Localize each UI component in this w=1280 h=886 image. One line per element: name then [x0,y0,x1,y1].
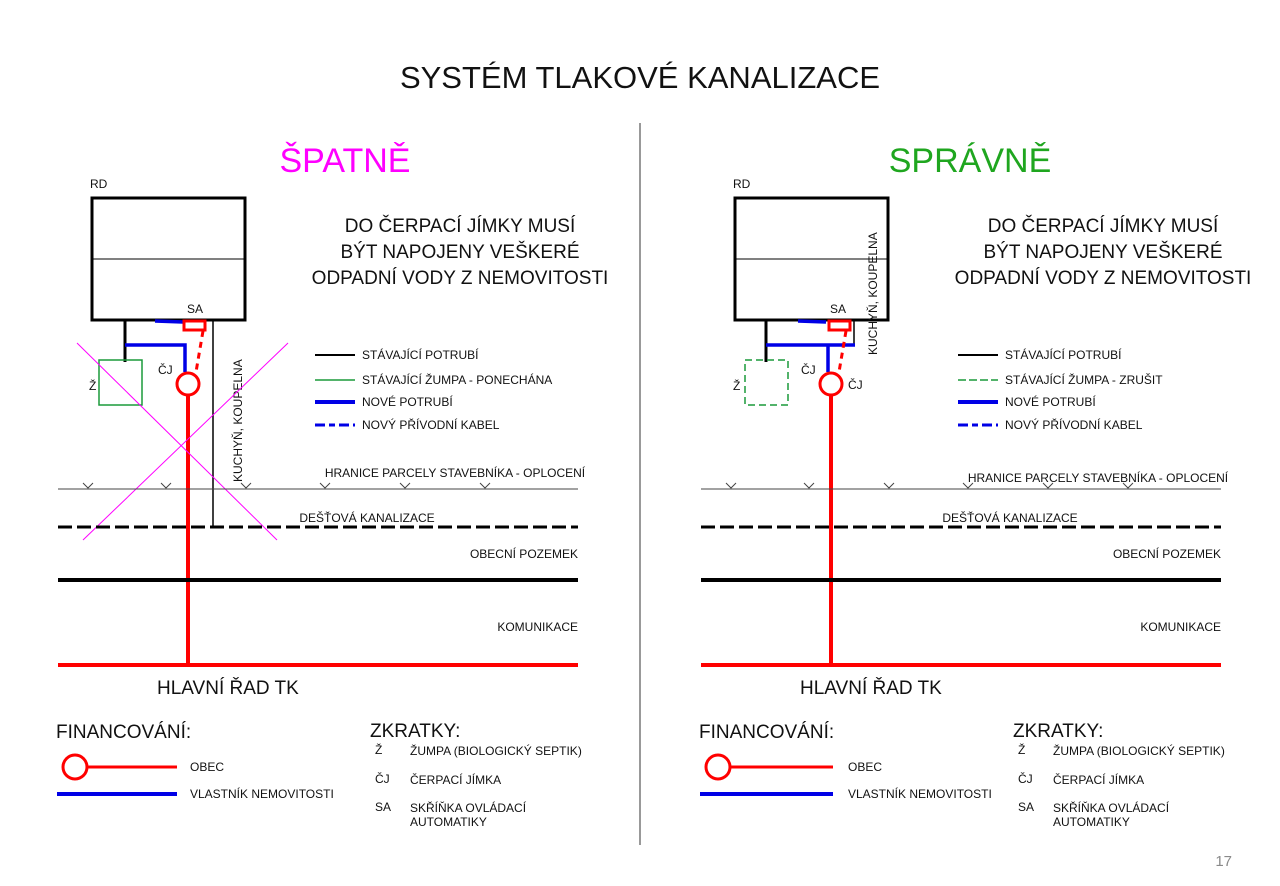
power-cable [194,330,205,373]
abbr-value: ŽUMPA (BIOLOGICKÝ SEPTIK) [410,743,582,758]
legend-municipality-circle [61,753,89,781]
rd-label: RD [90,177,108,191]
cross-mark [76,342,278,541]
road-label: KOMUNIKACE [1140,620,1221,634]
main-line-label: HLAVNÍ ŘAD TK [800,677,942,699]
power-cable [837,330,848,373]
rd-label: RD [733,177,751,191]
kitchen-label: KUCHYŇ, KOUPELNA [230,359,245,482]
cj-label: ČJ [848,377,863,392]
abbr-value: SKŘÍŇKA OVLÁDACÍ [1053,800,1170,815]
abbr-key: SA [1018,800,1034,814]
abbr-value: SKŘÍŇKA OVLÁDACÍ [410,800,527,815]
abbr-value: AUTOMATIKY [410,815,487,829]
kitchen-label: KUCHYŇ, KOUPELNA [865,232,880,355]
fence-ticks [725,482,1134,489]
abbr-key: SA [375,800,391,814]
slide-title: SYSTÉM TLAKOVÉ KANALIZACE [400,60,880,95]
wrong-heading: ŠPATNĚ [280,142,411,180]
legend-label: NOVÉ POTRUBÍ [1005,394,1096,409]
financing-owner: VLASTNÍK NEMOVITOSTI [848,786,992,801]
statement-line: DO ČERPACÍ JÍMKY MUSÍ [988,215,1219,237]
new-pipe [154,319,184,324]
statement-line: BÝT NAPOJENY VEŠKERÉ [984,241,1223,263]
abbr-value: ŽUMPA (BIOLOGICKÝ SEPTIK) [1053,743,1225,758]
abbr-key: ČJ [375,771,390,786]
abbr-key: Ž [375,742,382,757]
legend-label: STÁVAJÍCÍ ŽUMPA - ZRUŠIT [1005,372,1163,387]
financing-municipality: OBEC [190,760,224,774]
correct-panel: SPRÁVNĚ RD SA KUCHYŇ, KOUPELNA Ž ČJ ČJ D… [699,142,1251,829]
municipal-land-label: OBECNÍ POZEMEK [470,546,578,561]
sa-box [827,319,852,332]
legend-label: STÁVAJÍCÍ POTRUBÍ [1005,347,1122,362]
cross-mark [82,342,289,541]
storm-sewer-label: DEŠŤOVÁ KANALIZACE [299,510,434,525]
correct-heading: SPRÁVNĚ [889,142,1052,180]
zumpa-label: Ž [733,378,740,393]
legend-municipality-circle [704,753,732,781]
abbr-value: ČERPACÍ JÍMKA [1053,772,1144,787]
abbreviations-heading: ZKRATKY: [1013,721,1103,742]
legend-label: STÁVAJÍCÍ POTRUBÍ [362,347,479,362]
zumpa-box [98,359,143,406]
zumpa-box-to-remove [744,359,789,406]
sa-box [182,319,207,332]
legend-label: STÁVAJÍCÍ ŽUMPA - PONECHÁNA [362,372,552,387]
pump-pit [175,371,201,397]
abbr-key: Ž [1018,742,1025,757]
road-label: KOMUNIKACE [497,620,578,634]
boundary-label: HRANICE PARCELY STAVEBNÍKA - OPLOCENÍ [325,465,586,480]
storm-sewer-label: DEŠŤOVÁ KANALIZACE [942,510,1077,525]
statement-line: ODPADNÍ VODY Z NEMOVITOSTI [312,268,609,289]
statement-line: ODPADNÍ VODY Z NEMOVITOSTI [955,268,1252,289]
statement-line: DO ČERPACÍ JÍMKY MUSÍ [345,215,576,237]
fence-ticks [82,482,491,489]
page-number: 17 [1215,853,1232,870]
pump-pit [818,371,844,397]
abbr-key: ČJ [1018,771,1033,786]
financing-owner: VLASTNÍK NEMOVITOSTI [190,786,334,801]
new-pipe [125,343,187,372]
main-line-label: HLAVNÍ ŘAD TK [157,677,299,699]
wrong-panel: ŠPATNĚ RD SA Ž ČJ KUCHYŇ, KOUPELNA DO ČE… [56,142,608,829]
cj-label: ČJ [158,362,173,377]
statement-line: BÝT NAPOJENY VEŠKERÉ [341,241,580,263]
legend-label: NOVÝ PŘÍVODNÍ KABEL [1005,417,1143,432]
new-pipe [797,319,827,324]
municipal-land-label: OBECNÍ POZEMEK [1113,546,1221,561]
sa-label: SA [187,302,203,316]
cj-label: ČJ [801,362,816,377]
legend-label: NOVÝ PŘÍVODNÍ KABEL [362,417,500,432]
abbreviations-heading: ZKRATKY: [370,721,460,742]
zumpa-label: Ž [89,378,96,393]
boundary-label: HRANICE PARCELY STAVEBNÍKA - OPLOCENÍ [968,470,1229,485]
financing-heading: FINANCOVÁNÍ: [56,722,191,743]
financing-municipality: OBEC [848,760,882,774]
financing-heading: FINANCOVÁNÍ: [699,722,834,743]
abbr-value: AUTOMATIKY [1053,815,1130,829]
sa-label: SA [830,302,846,316]
legend-label: NOVÉ POTRUBÍ [362,394,453,409]
abbr-value: ČERPACÍ JÍMKA [410,772,501,787]
